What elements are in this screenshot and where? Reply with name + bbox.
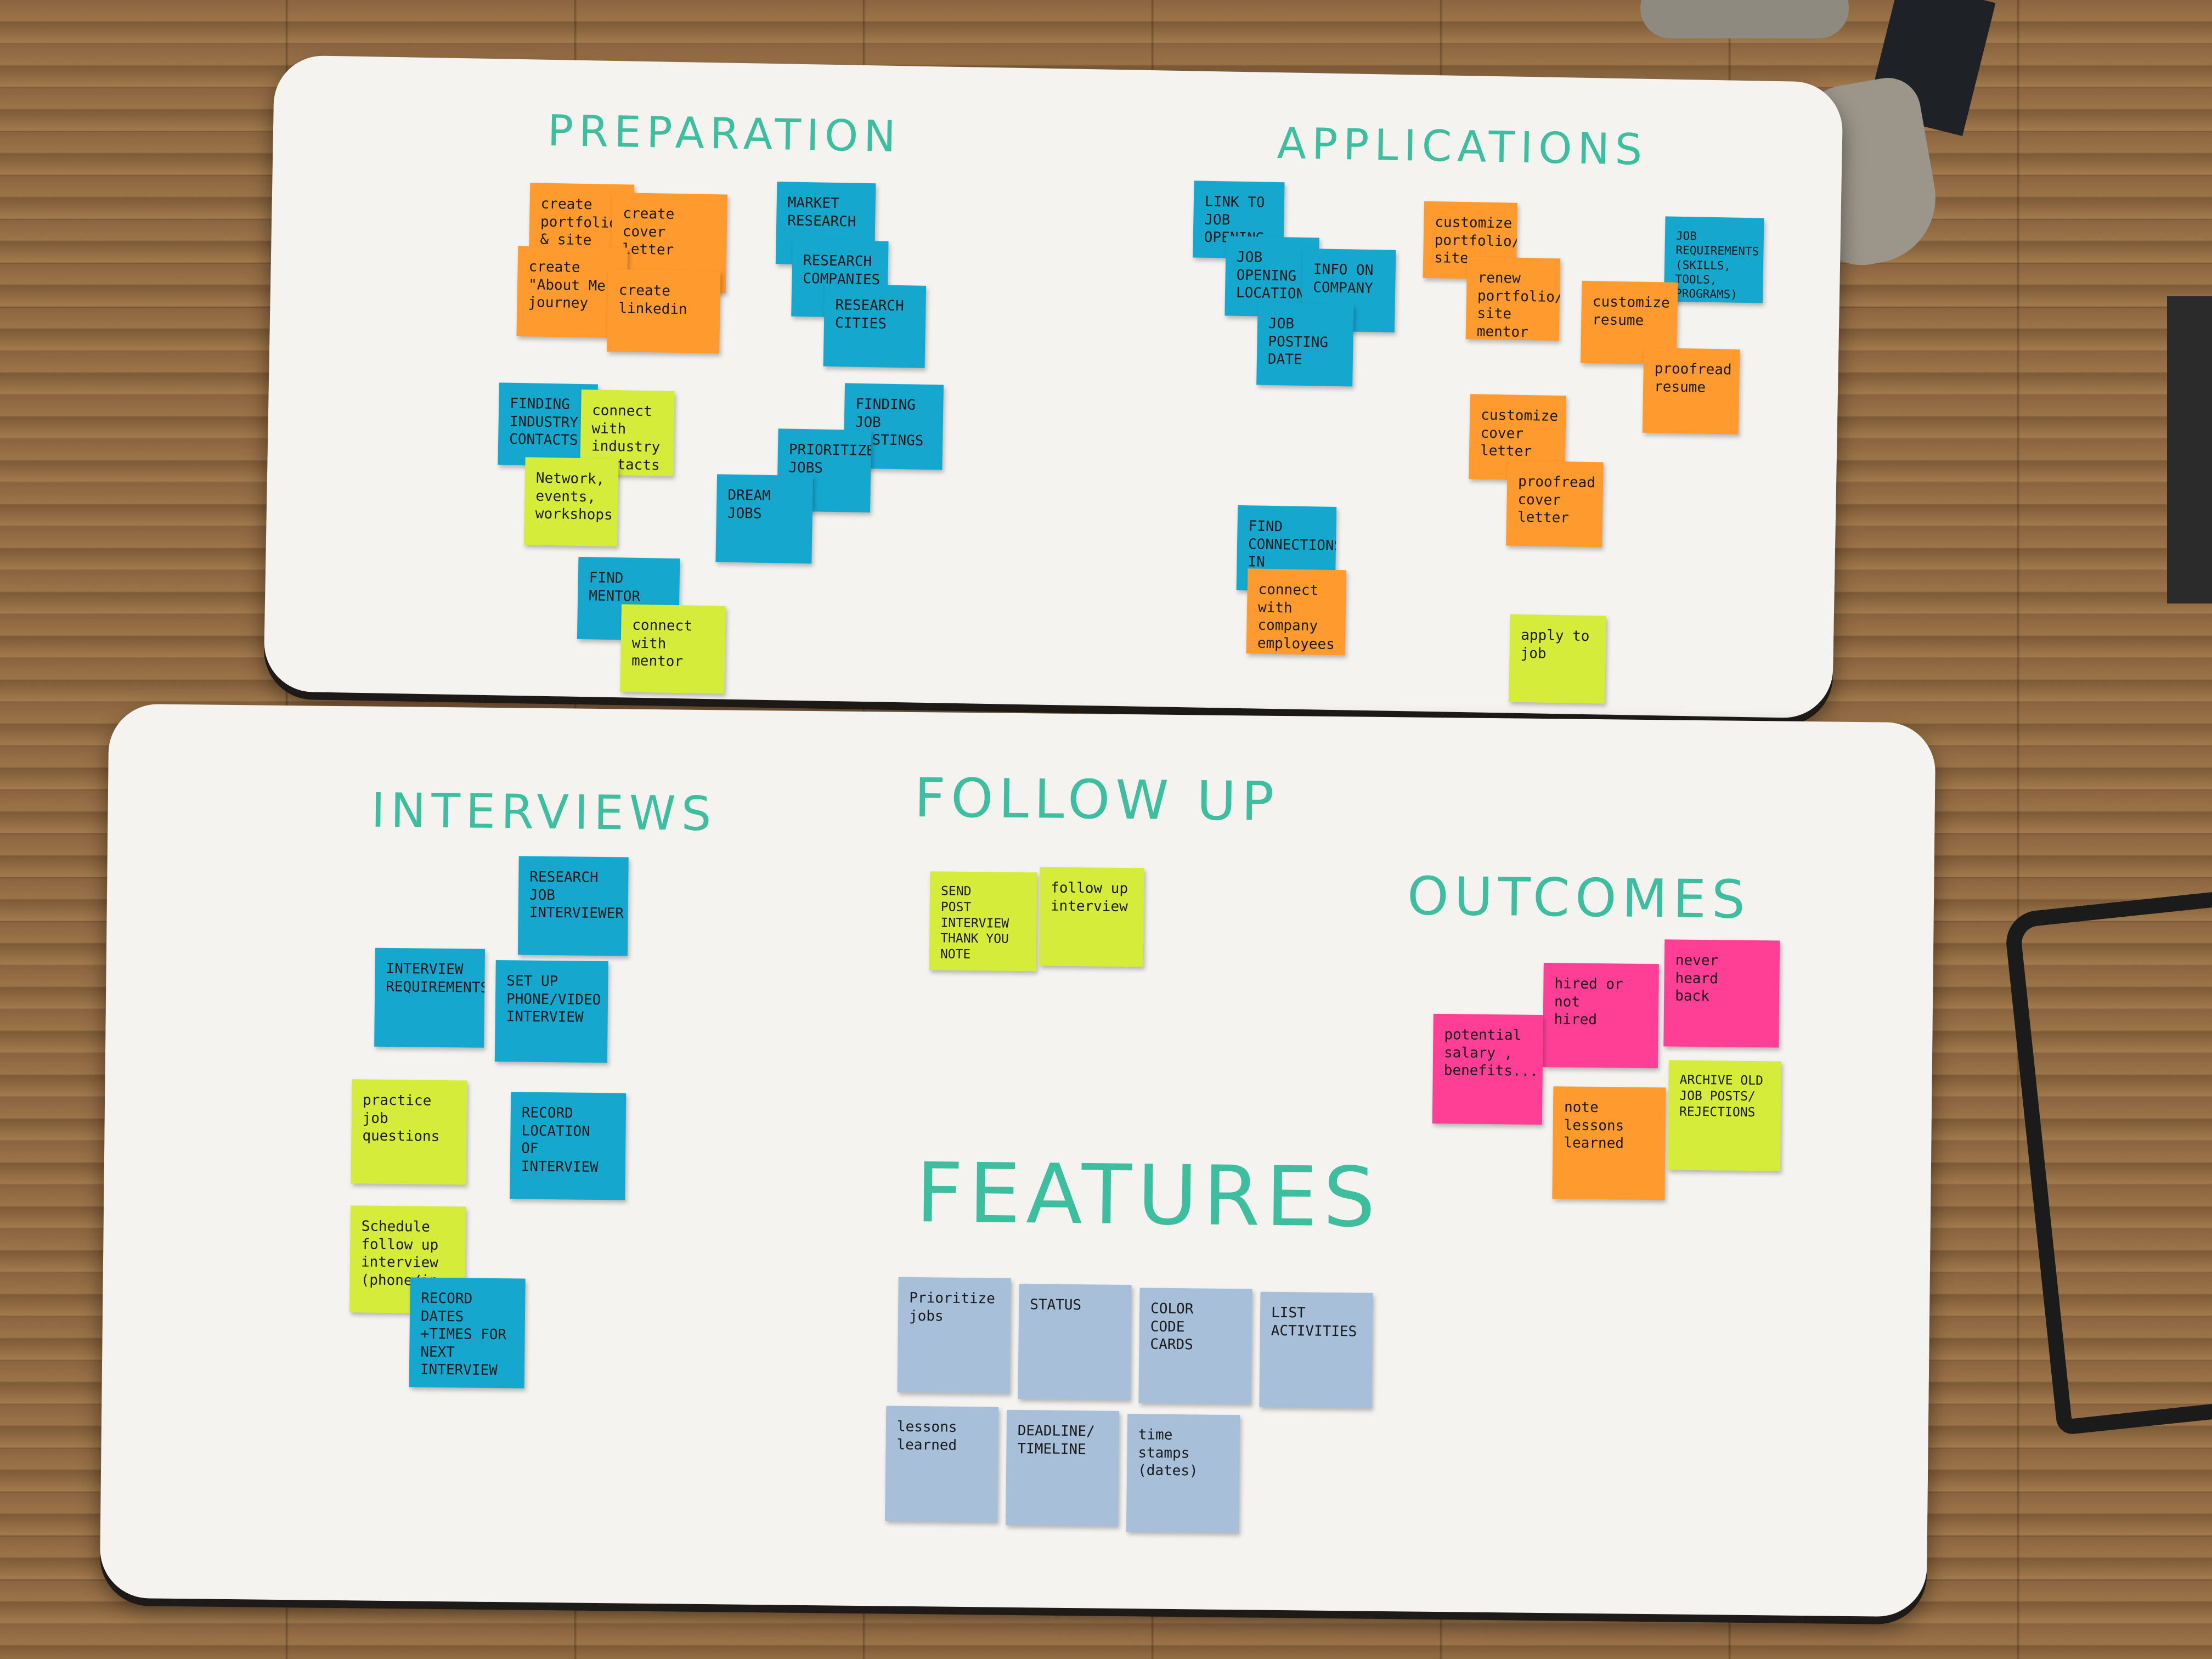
top-whiteboard: PREPARATION APPLICATIONS create portfoli… bbox=[263, 55, 1843, 719]
sticky-note: LIST ACTIVITIES bbox=[1259, 1291, 1373, 1408]
heading-preparation: PREPARATION bbox=[547, 106, 902, 162]
sticky-note: Prioritize jobs bbox=[897, 1277, 1011, 1393]
sticky-note: never heard back bbox=[1663, 939, 1780, 1048]
sticky-note: note lessons learned bbox=[1552, 1086, 1666, 1200]
dark-stand bbox=[2167, 296, 2212, 603]
heading-applications: APPLICATIONS bbox=[1277, 119, 1649, 175]
sticky-note: renew portfolio/ site mentor bbox=[1465, 257, 1561, 341]
sticky-note: connect with company employees bbox=[1246, 568, 1347, 656]
heading-features: FEATURES bbox=[915, 1146, 1381, 1246]
sticky-note: RESEARCH CITIES bbox=[823, 284, 927, 368]
sticky-note: INTERVIEW REQUIREMENTS bbox=[374, 947, 485, 1048]
sticky-note: SEND POST INTERVIEW THANK YOU NOTE bbox=[929, 871, 1037, 972]
heading-interviews: INTERVIEWS bbox=[371, 783, 717, 842]
sticky-note: SET UP PHONE/VIDEO INTERVIEW bbox=[494, 960, 608, 1063]
heading-outcomes: OUTCOMES bbox=[1407, 865, 1751, 930]
sticky-note: lessons learned bbox=[885, 1406, 999, 1522]
sticky-note: time stamps (dates) bbox=[1126, 1414, 1240, 1533]
sticky-note: apply to job bbox=[1509, 614, 1606, 704]
shoe bbox=[1640, 0, 1849, 38]
sticky-note: ARCHIVE OLD JOB POSTS/ REJECTIONS bbox=[1667, 1060, 1781, 1171]
sticky-note: Network, events, workshops bbox=[523, 457, 619, 547]
sticky-note: create linkedin bbox=[606, 269, 721, 354]
sticky-note: JOB REQUIREMENTS (SKILLS, TOOLS, PROGRAM… bbox=[1663, 216, 1764, 303]
sticky-note: JOB POSTING DATE bbox=[1256, 302, 1354, 387]
sticky-note: COLOR CODE CARDS bbox=[1138, 1288, 1252, 1404]
sticky-note: RESEARCH JOB INTERVIEWER bbox=[517, 856, 629, 956]
sticky-note: practice job questions bbox=[351, 1079, 467, 1185]
bottom-whiteboard: INTERVIEWS FOLLOW UP OUTCOMES FEATURES R… bbox=[99, 703, 1936, 1617]
sticky-note: hired or not hired bbox=[1542, 963, 1659, 1069]
sticky-note: DEADLINE/ TIMELINE bbox=[1006, 1409, 1120, 1526]
sticky-note: RECORD LOCATION OF INTERVIEW bbox=[510, 1092, 627, 1200]
heading-follow-up: FOLLOW UP bbox=[914, 766, 1280, 833]
sticky-note: proofread resume bbox=[1642, 347, 1740, 435]
sticky-note: follow up interview bbox=[1039, 867, 1144, 967]
sticky-note: connect with mentor bbox=[620, 604, 726, 694]
sticky-note: STATUS bbox=[1018, 1284, 1132, 1401]
sticky-note: RECORD DATES +TIMES FOR NEXT INTERVIEW bbox=[409, 1277, 526, 1389]
sticky-note: DREAM JOBS bbox=[715, 474, 814, 564]
sticky-note: potential salary , benefits... bbox=[1432, 1013, 1543, 1125]
sticky-note: proofread cover letter bbox=[1506, 460, 1604, 548]
